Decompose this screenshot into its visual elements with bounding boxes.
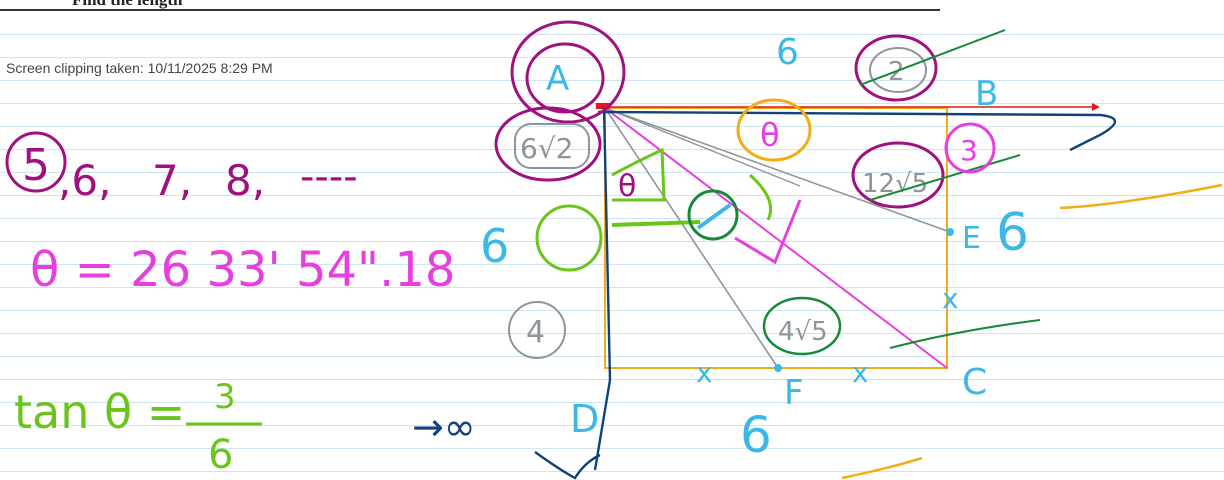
orange-strokes [841, 183, 1223, 480]
circle-eb [944, 122, 996, 174]
length-ae: 12√5 [862, 169, 928, 199]
circle-left-small [508, 301, 566, 359]
green-circle-left [535, 204, 603, 272]
angle-theta: θ [760, 116, 780, 154]
circle-a-outer [510, 20, 626, 124]
length-annotations: 6√2 2 12√5 3 4√5 4 [494, 20, 1041, 359]
segment-a-mid [604, 107, 801, 187]
vertex-d-label: D [570, 397, 599, 441]
point-f-dot [774, 364, 782, 372]
length-af: 4√5 [778, 317, 828, 347]
clipped-heading-text: Find the length [72, 0, 183, 10]
arrow-infinity: →∞ [412, 405, 476, 449]
sequence-circle [5, 131, 67, 193]
tan-denominator: 6 [208, 432, 233, 478]
angle-theta-small: θ [618, 169, 636, 204]
sequence-item-1: 5 [22, 140, 50, 191]
handwritten-notes: 5 ,6, 7, 8, ---- θ = 26 33' 54".18 tan θ… [5, 131, 476, 478]
ray-ab-arrowhead [1092, 103, 1100, 111]
vertex-b-label: B [975, 74, 998, 114]
circle-a-inner [525, 42, 605, 114]
length-left-small: 4 [526, 315, 545, 350]
navy-down-line [593, 107, 612, 471]
green-tick-ae [869, 154, 1021, 201]
navy-right-line [597, 110, 1117, 152]
sequence-item-5: ---- [300, 154, 358, 200]
navy-arrowhead-down [534, 451, 601, 480]
angle-annotations: θ θ [611, 98, 812, 265]
vertex-f-label: F [784, 373, 804, 413]
left-side-length: 6 [480, 219, 509, 273]
vertex-e-label: E [962, 221, 981, 256]
angle-box-green [611, 147, 666, 202]
segment-af [604, 107, 779, 369]
circle-theta [736, 98, 812, 162]
x-mark-right: x [852, 356, 869, 389]
sequence-item-3: 7, [152, 156, 192, 205]
orange-swoosh-bottom [841, 456, 923, 480]
theta-value: θ = 26 33' 54".18 [30, 242, 455, 298]
green-tick-af [889, 319, 1041, 349]
screen-clipping-caption: Screen clipping taken: 10/11/2025 8:29 P… [6, 60, 273, 76]
vertex-a-label: A [546, 59, 569, 99]
vertex-labels: A B C D E F [546, 59, 998, 441]
circle-top-inner [869, 47, 927, 93]
top-side-length: 6 [776, 32, 799, 73]
length-eb: 3 [960, 134, 978, 167]
sequence-item-4: 8, [225, 156, 265, 205]
green-underline-angle [611, 220, 701, 227]
tan-label: tan θ = [14, 385, 185, 439]
green-arc-angle [749, 173, 773, 221]
vertex-c-label: C [962, 362, 987, 403]
bottom-side-length: 6 [740, 406, 772, 464]
right-side-length: 6 [996, 203, 1029, 263]
green-tick-top [859, 29, 1006, 86]
circle-top-outer [854, 34, 938, 102]
vertex-a-marker [596, 103, 610, 109]
circle-intersection [687, 189, 739, 241]
circle-ac-outer [494, 106, 602, 182]
tan-numerator: 3 [214, 377, 236, 417]
circle-ae [851, 141, 945, 209]
orange-swoosh-right [1059, 183, 1223, 210]
square-figure [534, 103, 1117, 480]
box-ac [514, 123, 590, 169]
pink-angle-stroke [734, 199, 802, 265]
cyan-intersection-stroke [696, 203, 732, 230]
length-ac: 6√2 [520, 132, 573, 165]
clipped-heading: Find the length [0, 0, 940, 12]
sequence-item-2: ,6, [58, 156, 111, 205]
x-mark-left: x [696, 356, 713, 389]
point-e-dot [946, 228, 954, 236]
x-mark-side: x [942, 282, 959, 315]
circle-af [762, 296, 842, 356]
clipped-heading-rule [0, 9, 940, 11]
segment-ae [604, 107, 951, 233]
side-length-marks: 6 6 6 6 x x x [480, 32, 1029, 464]
